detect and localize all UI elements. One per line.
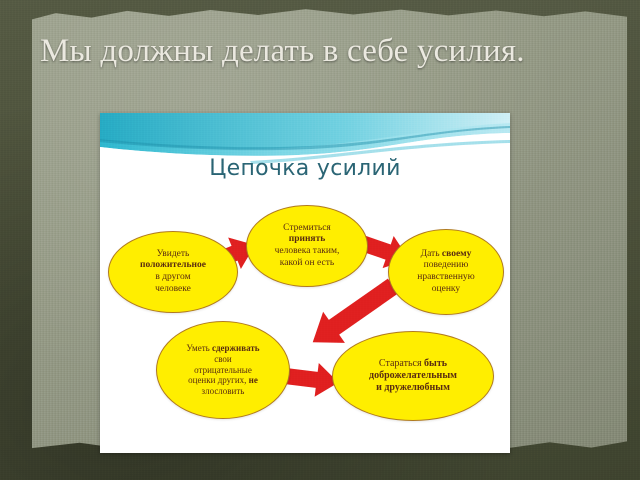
arrow-4 — [276, 363, 339, 397]
arrow-3 — [312, 278, 399, 343]
node-5-line-4a: оценки других, — [188, 375, 249, 386]
node-3-line-1b: своему — [441, 248, 472, 259]
node-1-text: Увидеть положительное в другом человеке — [134, 249, 212, 295]
node-1-line-3: в другом — [155, 272, 191, 282]
node-2-line-1: Стремиться — [283, 222, 331, 233]
diagram-title: Цепочка усилий — [209, 156, 401, 181]
diagram-node-2[interactable]: Стремиться принять человека таким, какой… — [246, 205, 368, 287]
node-5-line-4b: не — [248, 375, 258, 386]
node-2-line-3: человека таким, — [274, 246, 340, 256]
node-5-line-1a: Уметь — [186, 342, 212, 353]
node-3-text: Дать своему поведению нравственную оценк… — [411, 249, 481, 295]
node-2-line-4: какой он есть — [279, 257, 335, 268]
node-3-line-2: поведению — [423, 260, 469, 271]
diagram-node-4[interactable]: Стараться быть доброжелательным и дружел… — [332, 331, 494, 421]
node-4-line-2: доброжелательным — [369, 369, 457, 381]
diagram-node-1[interactable]: Увидеть положительное в другом человеке — [108, 231, 238, 313]
node-1-line-2: положительное — [140, 260, 206, 271]
node-4-line-1a: Стараться — [378, 357, 425, 369]
node-2-text: Стремиться принять человека таким, какой… — [269, 223, 346, 269]
node-5-line-1b: сдерживать — [211, 342, 260, 353]
node-4-text: Стараться быть доброжелательным и дружел… — [363, 358, 463, 395]
node-5-line-3: отрицательные — [194, 364, 252, 375]
node-4-line-3: и дружелюбным — [376, 382, 450, 394]
node-3-line-4: оценку — [431, 283, 461, 294]
node-5-text: Уметь сдерживать свои отрицательные оцен… — [182, 343, 264, 398]
node-3-line-1a: Дать — [420, 248, 442, 259]
diagram-node-3[interactable]: Дать своему поведению нравственную оценк… — [388, 229, 504, 315]
node-5-line-5: злословить — [201, 386, 245, 397]
node-2-line-2: принять — [288, 234, 326, 245]
node-4-line-1b: быть — [424, 357, 448, 369]
diagram-node-5[interactable]: Уметь сдерживать свои отрицательные оцен… — [156, 321, 290, 419]
node-3-line-3: нравственную — [417, 272, 475, 282]
page-title: Мы должны делать в себе усилия. — [40, 33, 525, 70]
node-1-line-4: человеке — [155, 283, 191, 294]
node-5-line-2: свои — [214, 353, 232, 364]
embedded-diagram-image: Цепочка усилий — [100, 113, 510, 453]
node-5-line-1: Уметь сдерживать — [182, 343, 264, 354]
node-1-line-1: Увидеть — [156, 248, 190, 259]
diagram-canvas: Увидеть положительное в другом человеке … — [100, 189, 510, 453]
